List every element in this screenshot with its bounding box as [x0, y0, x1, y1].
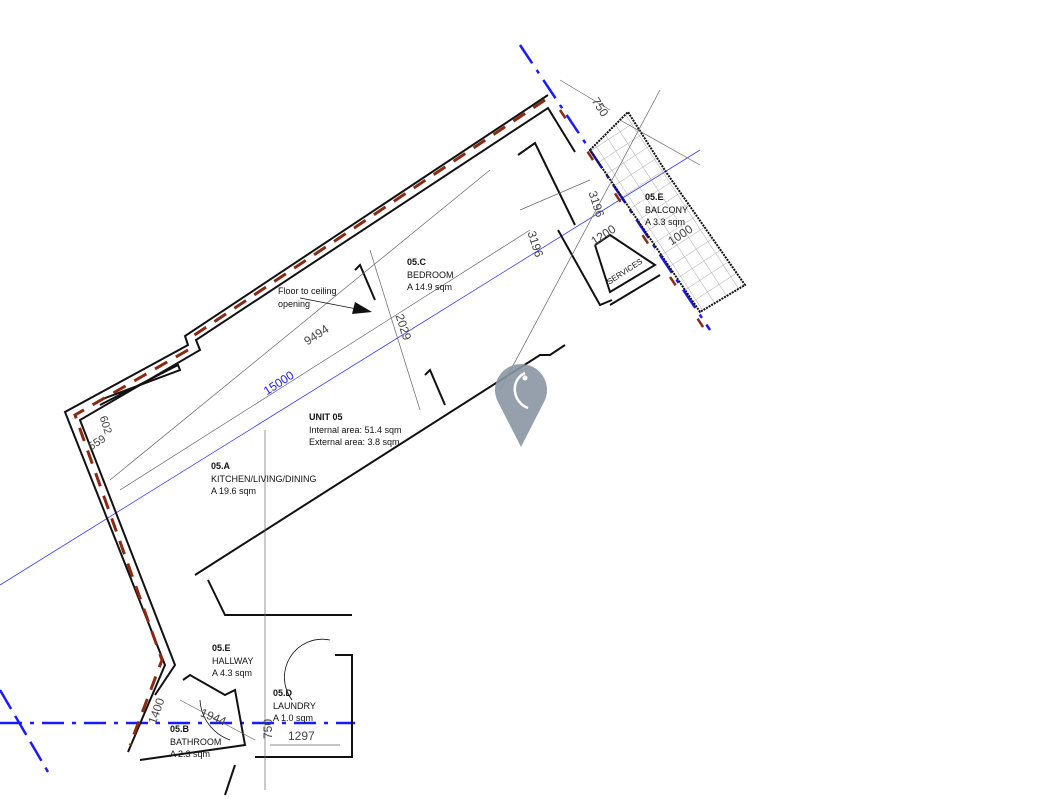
location-pin-icon	[495, 364, 547, 447]
dimension-lines	[109, 79, 701, 790]
fire-rated-walls	[73, 98, 707, 746]
opening-arrow	[352, 302, 372, 314]
walls	[63, 94, 661, 796]
dim-750-bottom: 750	[261, 718, 276, 740]
balcony-area	[588, 110, 747, 314]
dim-1297: 1297	[288, 729, 315, 743]
